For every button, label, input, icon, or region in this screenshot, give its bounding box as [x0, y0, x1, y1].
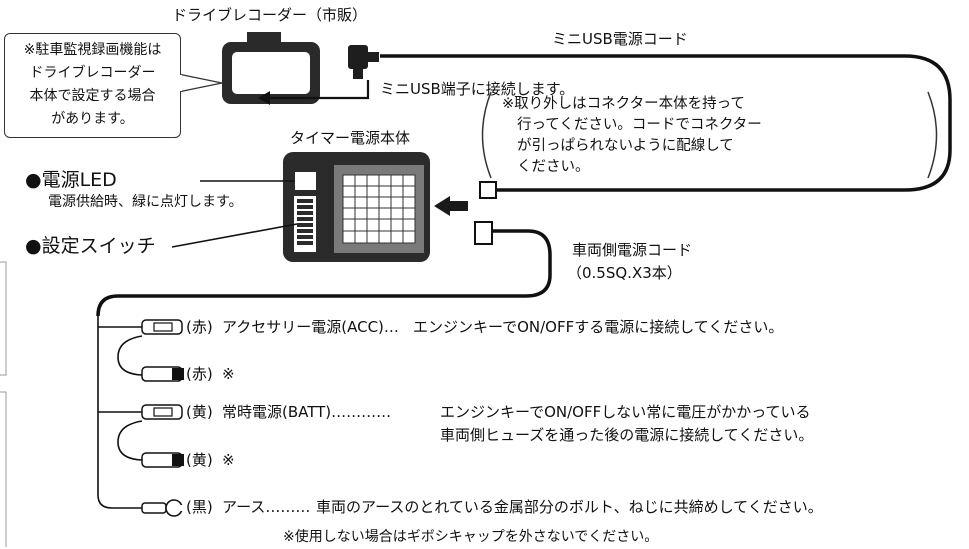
timer-unit-illustration — [283, 152, 430, 262]
parking-mode-callout: ※駐車監視録画機能は ドライブレコーダー 本体で設定する場合 があります。 — [4, 33, 181, 138]
plug-in-arrow — [434, 196, 468, 216]
mini-usb-cord-label: ミニUSB電源コード — [552, 30, 688, 48]
wire-acc-color: (赤) — [186, 318, 213, 336]
power-led-window — [295, 172, 316, 190]
wire-ground-desc: 車両のアースのとれている金属部分のボルト、ねじに共締めしてください。 — [316, 498, 823, 516]
dashcam-illustration — [222, 32, 320, 104]
wire-batt-name: 常時電源(BATT)………… — [222, 403, 392, 421]
mini-usb-connector — [348, 45, 379, 79]
connector-ground-terminal — [141, 499, 184, 517]
wire-batt-spare-mark: ※ — [222, 451, 235, 469]
note-line-3: が引っぱられないように配線して — [517, 138, 734, 154]
timer-unit-label: タイマー電源本体 — [290, 129, 411, 147]
vehicle-cord-plug — [474, 221, 493, 245]
wire-acc-name: アクセサリー電源(ACC)… — [222, 318, 399, 336]
power-led-label: ●電源LED — [25, 169, 117, 191]
note-line-2: 行ってください。コードでコネクター — [517, 117, 762, 133]
wire-acc-spare-color: (赤) — [186, 365, 213, 383]
wire-acc-desc: エンジンキーでON/OFFする電源に接続してください。 — [413, 318, 784, 336]
usb-plug-end — [479, 181, 497, 199]
vehicle-cord-label: 車両側電源コード — [572, 241, 693, 259]
switch-leader — [171, 223, 298, 248]
vehicle-cord — [96, 229, 552, 317]
dashcam-label: ドライブレコーダー（市販） — [172, 6, 368, 24]
connector-batt-female — [141, 404, 183, 420]
wire-batt-desc-2: 車両側ヒューズを通った後の電源に接続してください。 — [440, 426, 814, 444]
wire-batt-color: (黄) — [186, 403, 213, 421]
footnote: ※使用しない場合はギボシキャップを外さないでください。 — [283, 529, 659, 545]
connect-mini-usb-label: ミニUSB端子に接続します。 — [380, 80, 575, 98]
vehicle-cord-spec: （0.5SQ.X3本） — [567, 264, 682, 282]
callout-pointer — [177, 73, 223, 93]
connector-batt-male — [141, 452, 184, 468]
note-line-1: ※取り外しはコネクター本体を持って — [502, 96, 745, 112]
wire-batt-spare-color: (黄) — [186, 451, 213, 469]
callout-line-1: ※駐車監視録画機能は — [23, 42, 162, 58]
wire-batt-desc-1: エンジンキーでON/OFFしない常に電圧がかかっている — [440, 403, 811, 421]
connector-acc-female — [141, 319, 183, 335]
wire-ground-name: アース……… — [222, 498, 311, 516]
wire-acc-spare-mark: ※ — [222, 365, 235, 383]
power-led-desc: 電源供給時、緑に点灯します。 — [48, 194, 243, 210]
insert-arrow — [262, 80, 370, 100]
connector-acc-male — [141, 366, 184, 382]
setting-switch-label: ●設定スイッチ — [25, 235, 156, 257]
callout-line-3: 本体で設定する場合 — [29, 88, 156, 104]
mini-usb-cord — [380, 54, 952, 192]
callout-line-2: ドライブレコーダー — [29, 65, 156, 81]
callout-line-4: があります。 — [51, 111, 134, 127]
wire-ground-color: (黒) — [186, 498, 213, 516]
note-line-4: ください。 — [517, 159, 590, 175]
